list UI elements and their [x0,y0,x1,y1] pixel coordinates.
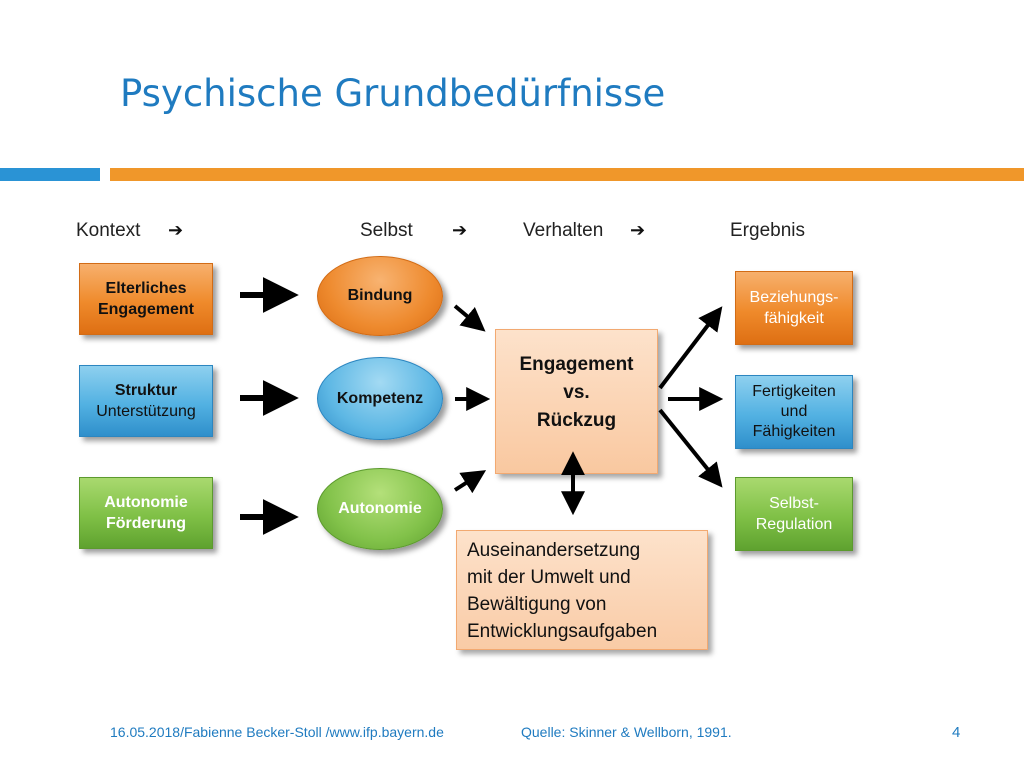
footer-source: Quelle: Skinner & Wellborn, 1991. [521,724,732,740]
context-box-line: Unterstützung [96,403,196,420]
center-box-engagement: Engagement vs. Rückzug [495,329,658,474]
context-box-line: Förderung [106,515,186,532]
context-box-line: Elterliches [105,280,187,297]
outcome-box-fertigkeiten: Fertigkeiten und Fähigkeiten [735,375,853,449]
outcome-box-line: und [780,403,808,420]
note-line: mit der Umwelt und [467,567,631,588]
outcome-box-line: Fähigkeiten [752,423,836,440]
outcome-box-line: Fertigkeiten [752,383,836,400]
note-box-entwicklungsaufgaben: Auseinandersetzung mit der Umwelt und Be… [456,530,708,650]
header-verhalten: Verhalten [523,220,604,241]
note-line: Auseinandersetzung [467,540,641,561]
ellipse-autonomie: Autonomie [317,468,443,550]
context-box-autonomie: Autonomie Förderung [79,477,213,549]
note-line: Bewältigung von [467,594,607,615]
header-selbst: Selbst [360,220,413,241]
ellipse-kompetenz: Kompetenz [317,357,443,440]
context-box-elterliches-engagement: Elterliches Engagement [79,263,213,335]
arrow-right-icon: ➔ [630,220,646,240]
center-box-line: Engagement [519,353,634,375]
outcome-box-line: Beziehungs- [749,289,839,306]
arrow-center-selbstregulation [658,408,723,488]
arrow-bindung-center [453,304,486,332]
context-box-struktur: Struktur Unterstützung [79,365,213,437]
center-box-line: Rückzug [536,409,617,431]
context-box-line: Engagement [97,301,194,318]
header-ergebnis: Ergebnis [730,220,805,241]
context-box-line: Struktur [114,382,178,399]
accent-bar-orange [110,168,1024,181]
note-line: Entwicklungsaufgaben [467,621,658,642]
arrow-right-icon: ➔ [168,220,184,240]
header-kontext: Kontext [76,220,141,241]
outcome-box-selbstregulation: Selbst- Regulation [735,477,853,551]
outcome-box-beziehungsfaehigkeit: Beziehungs- fähigkeit [735,271,853,345]
arrow-autonomie-center [453,470,487,494]
footer-author: 16.05.2018/Fabienne Becker-Stoll /www.if… [110,724,444,740]
arrow-center-beziehung [658,306,723,390]
arrow-right-icon: ➔ [452,220,468,240]
page-number: 4 [952,724,961,741]
accent-bar-blue [0,168,100,181]
slide-title: Psychische Grundbedürfnisse [120,72,666,115]
context-box-line: Autonomie [104,494,188,511]
outcome-box-line: fähigkeit [764,310,824,327]
outcome-box-line: Regulation [755,516,833,533]
center-box-line: vs. [563,381,590,403]
outcome-box-line: Selbst- [769,495,819,512]
ellipse-bindung: Bindung [317,256,443,336]
